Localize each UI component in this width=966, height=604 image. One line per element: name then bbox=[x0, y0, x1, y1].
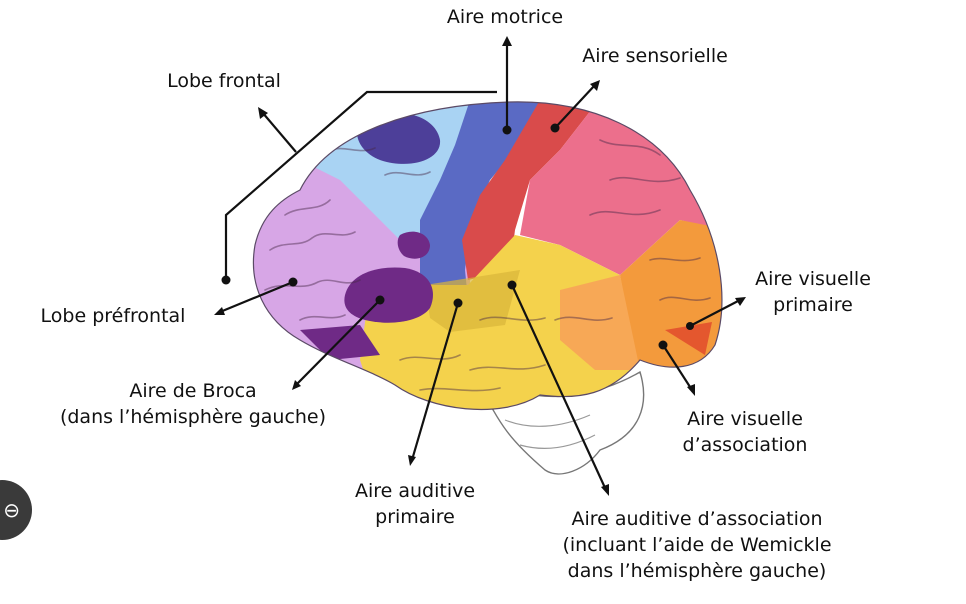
broca-area bbox=[344, 267, 433, 323]
temporal-lobe-region bbox=[360, 235, 640, 410]
brain-outline bbox=[252, 101, 723, 411]
label-lobe-frontal: Lobe frontal bbox=[167, 70, 281, 92]
cerebellum-fold bbox=[504, 414, 596, 450]
label-aire-visuelle-assoc-line1: Aire visuelle bbox=[687, 408, 803, 430]
label-aire-visuelle-primaire-line2: primaire bbox=[773, 294, 853, 316]
label-aire-auditive-primaire-line1: Aire auditive bbox=[355, 480, 475, 502]
visual-association-area bbox=[560, 275, 640, 370]
label-aire-visuelle-primaire-line1: Aire visuelle bbox=[755, 268, 871, 290]
sensory-cortex-region bbox=[462, 101, 595, 280]
label-aire-broca-line2: (dans l’hémisphère gauche) bbox=[60, 406, 326, 428]
partial-circle-button-icon: ⊖ bbox=[3, 498, 20, 522]
primary-visual-area bbox=[665, 322, 712, 355]
label-aire-motrice: Aire motrice bbox=[447, 6, 563, 28]
label-aire-sensorielle: Aire sensorielle bbox=[582, 45, 728, 67]
label-aire-broca-line1: Aire de Broca bbox=[129, 380, 256, 402]
prefrontal-bottom-dark bbox=[300, 325, 380, 360]
label-aire-auditive-assoc-line3: dans l’hémisphère gauche) bbox=[568, 560, 827, 582]
primary-auditive-area bbox=[425, 270, 520, 332]
broca-small-area bbox=[397, 231, 430, 259]
gyri-lines bbox=[264, 139, 711, 392]
pointer-lines bbox=[214, 36, 746, 496]
label-aire-auditive-primaire-line2: primaire bbox=[375, 506, 455, 528]
label-lobe-prefrontal: Lobe préfrontal bbox=[41, 305, 186, 327]
label-aire-auditive-assoc-line2: (incluant l’aide de Wemickle bbox=[562, 534, 831, 556]
label-aire-visuelle-assoc-line2: d’association bbox=[683, 434, 808, 456]
label-aire-auditive-assoc-line1: Aire auditive d’association bbox=[571, 508, 822, 530]
